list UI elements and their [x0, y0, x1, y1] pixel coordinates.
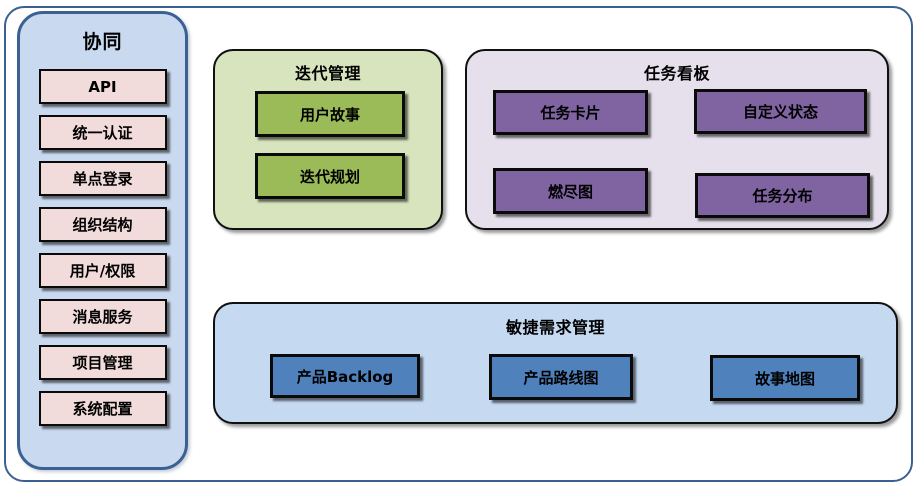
- group-taskboard-title: 任务看板: [643, 64, 710, 83]
- feature-iteration-planning: 迭代规划: [255, 153, 405, 199]
- group-iteration-title: 迭代管理: [294, 64, 361, 83]
- sidebar-item-user-permissions: 用户/权限: [38, 253, 167, 288]
- sidebar-item-list: API 统一认证 单点登录 组织结构 用户/权限 消息服务 项目管理 系统配置: [38, 69, 167, 426]
- sidebar-item-system-config: 系统配置: [38, 391, 167, 426]
- feature-custom-status: 自定义状态: [694, 89, 867, 134]
- group-agile-requirement-management: 敏捷需求管理 产品Backlog 产品路线图 故事地图: [213, 302, 898, 424]
- sidebar-collaboration: 协同 API 统一认证 单点登录 组织结构 用户/权限 消息服务 项目管理 系统…: [17, 11, 188, 470]
- sidebar-item-message-service: 消息服务: [38, 299, 167, 334]
- sidebar-item-single-sign-on: 单点登录: [38, 161, 167, 196]
- sidebar-item-api: API: [38, 69, 167, 104]
- feature-story-map: 故事地图: [710, 355, 860, 401]
- feature-user-story: 用户故事: [255, 91, 405, 137]
- group-agile-title: 敏捷需求管理: [505, 318, 605, 337]
- sidebar-item-project-management: 项目管理: [38, 345, 167, 380]
- feature-task-distribution: 任务分布: [695, 173, 870, 218]
- sidebar-title: 协同: [82, 31, 123, 53]
- group-task-board: 任务看板 任务卡片 自定义状态 燃尽图 任务分布: [465, 49, 889, 230]
- sidebar-item-unified-auth: 统一认证: [38, 115, 167, 150]
- feature-product-backlog: 产品Backlog: [270, 354, 420, 398]
- feature-task-card: 任务卡片: [493, 90, 648, 135]
- feature-burndown-chart: 燃尽图: [493, 168, 648, 214]
- sidebar-item-org-structure: 组织结构: [38, 207, 167, 242]
- group-iteration-management: 迭代管理 用户故事 迭代规划: [213, 49, 443, 230]
- feature-product-roadmap: 产品路线图: [489, 354, 633, 400]
